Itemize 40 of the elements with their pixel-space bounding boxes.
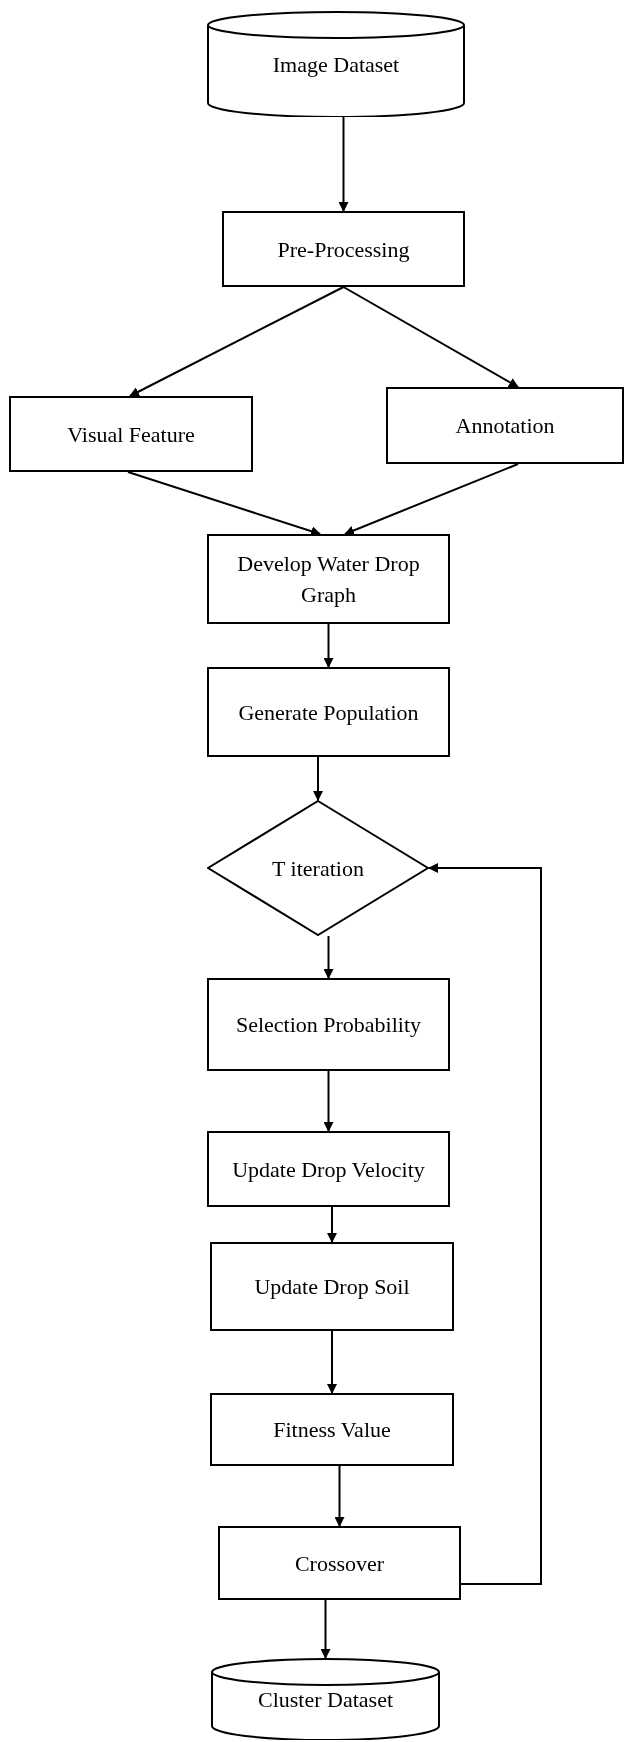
- process-box: [222, 211, 465, 287]
- decision-diamond: [207, 800, 429, 936]
- arrow: [323, 935, 334, 979]
- process-box: [386, 387, 624, 464]
- process-box: [218, 1526, 461, 1600]
- arrow: [313, 756, 323, 801]
- node-label: Pre-Processing: [276, 235, 411, 264]
- arrow: [323, 623, 334, 668]
- process-box: [210, 1393, 454, 1466]
- node-label: Annotation: [454, 412, 556, 440]
- arrow: [127, 471, 321, 536]
- node-label: Generate Population: [237, 698, 420, 727]
- process-box: [207, 978, 450, 1071]
- database-cylinder: [211, 1658, 440, 1740]
- arrow: [327, 1330, 337, 1394]
- process-box: [207, 1131, 450, 1207]
- node-label: Fitness Value: [272, 1416, 392, 1444]
- database-cylinder: [207, 11, 465, 117]
- arrow: [334, 1465, 345, 1527]
- process-box: [210, 1242, 454, 1331]
- arrow: [129, 286, 345, 397]
- node-label: Crossover: [293, 1549, 386, 1578]
- node-label: Cluster Dataset: [257, 1685, 394, 1714]
- arrow: [344, 463, 519, 536]
- node-label: Update Drop Soil: [253, 1273, 411, 1301]
- arrow: [327, 1206, 337, 1243]
- arrow: [323, 1070, 334, 1132]
- process-box: [207, 667, 450, 757]
- node-label: Update Drop Velocity: [231, 1155, 426, 1184]
- process-box: [9, 396, 253, 472]
- node-label: Visual Feature: [66, 420, 196, 449]
- arrow: [342, 286, 519, 388]
- node-label: Selection Probability: [234, 1011, 423, 1039]
- node-label: T iteration: [271, 854, 365, 883]
- node-label: Image Dataset: [271, 50, 401, 79]
- node-label: Develop Water Drop Graph: [236, 550, 421, 609]
- arrow: [320, 1599, 331, 1659]
- process-box: [207, 534, 450, 624]
- arrow: [338, 116, 349, 212]
- arrow: [428, 863, 542, 1585]
